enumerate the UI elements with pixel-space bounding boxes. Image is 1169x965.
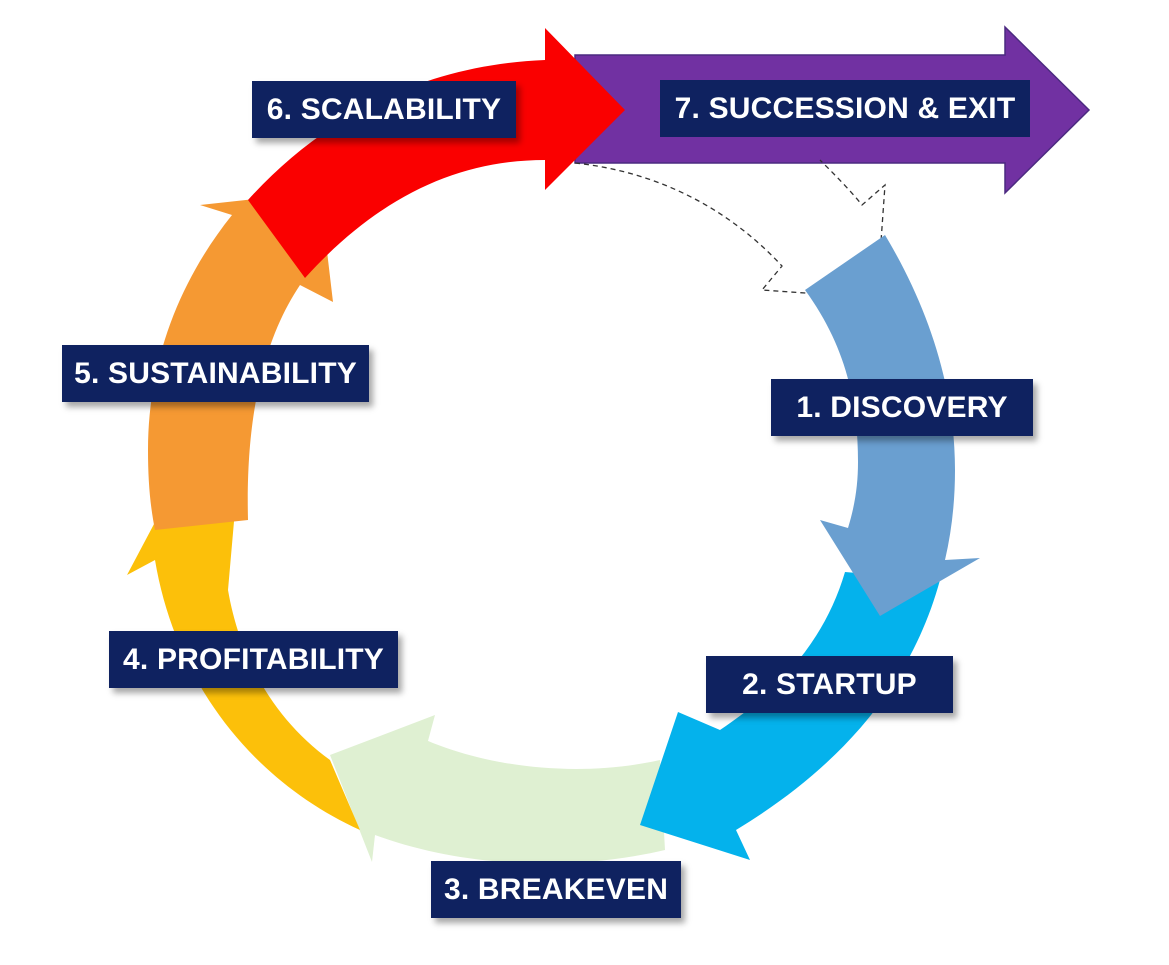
stage-label-scalability: 6. SCALABILITY — [252, 81, 516, 138]
cycle-arrow-breakeven — [330, 715, 665, 864]
stage-label-succession-exit: 7. SUCCESSION & EXIT — [660, 80, 1030, 137]
cycle-arrow-scalability — [248, 28, 625, 278]
stage-label-breakeven: 3. BREAKEVEN — [431, 861, 681, 918]
stage-label-profitability: 4. PROFITABILITY — [109, 631, 398, 688]
dashed-outline-arrow — [574, 159, 886, 299]
stage-label-sustainability: 5. SUSTAINABILITY — [62, 345, 369, 402]
stage-label-discovery: 1. DISCOVERY — [771, 379, 1033, 436]
cycle-arrow-startup — [640, 572, 940, 860]
stage-label-startup: 2. STARTUP — [706, 656, 953, 713]
